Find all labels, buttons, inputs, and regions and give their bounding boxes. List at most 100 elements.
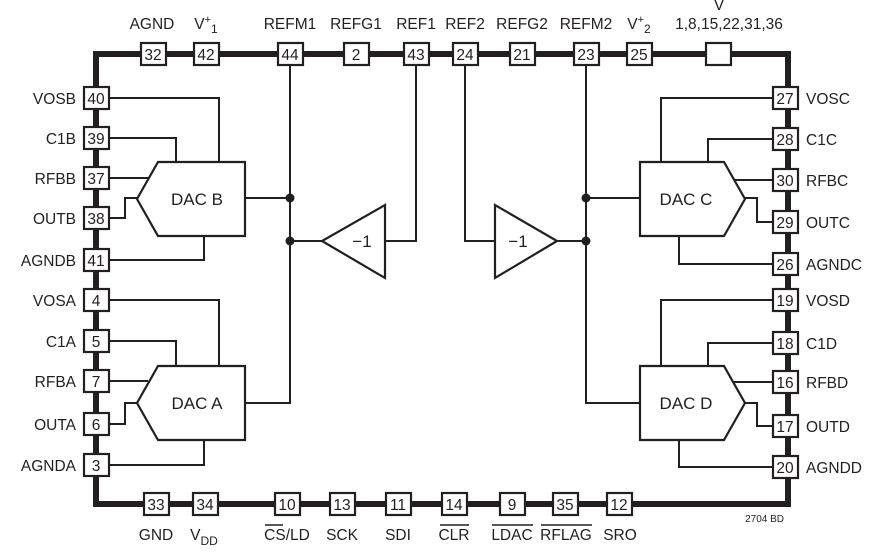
inverter-right: −1 (493, 203, 560, 280)
pin-label: REFM1 (264, 16, 317, 33)
dac-b-label: DAC B (171, 190, 223, 209)
pin-rfba: 7 RFBA (35, 368, 111, 394)
pin-number: 7 (92, 374, 101, 391)
pin-outb: 38 OUTB (33, 205, 111, 231)
pin-number: 9 (508, 497, 517, 514)
pin-vosa: 4 VOSA (33, 287, 111, 313)
pin-rfbc: 30 RFBC (771, 167, 848, 193)
pin-number: 43 (407, 47, 424, 64)
pin-number: 39 (87, 131, 104, 148)
pin-number: 18 (776, 336, 793, 353)
pin-label: VOSB (33, 91, 76, 108)
pin-number: 26 (776, 257, 793, 274)
dac-b-block: DAC B (135, 160, 247, 238)
pin-ldac: 9 LDAC (491, 491, 533, 544)
pin-label: OUTA (34, 417, 77, 434)
pin-number: 25 (630, 47, 647, 64)
pin-number: 16 (776, 375, 793, 392)
pin-number: 19 (776, 293, 793, 310)
pin-agnd-top: 32 AGND (130, 16, 175, 67)
dac-c-label: DAC C (660, 190, 713, 209)
pin-rflag: 35 RFLAG (540, 491, 592, 544)
left-pins: 40 VOSB 39 C1B 37 RFBB 38 OUTB 41 AGNDB … (21, 85, 111, 478)
pin-label: C1B (46, 131, 76, 148)
top-pins: 32 AGND 42 V+1 44 REFM1 2 REFG1 43 REF1 … (130, 0, 783, 67)
pin-refm1: 44 REFM1 (264, 16, 317, 67)
pin-label: VOSD (806, 293, 850, 310)
pin-label-vplus1: V+1 (194, 14, 218, 36)
pin-number: 14 (445, 497, 463, 514)
pin-c1d: 18 C1D (771, 330, 837, 356)
pin-rfbd: 16 RFBD (771, 369, 848, 395)
pin-label: RFBD (806, 375, 848, 392)
pin-label: RFBA (35, 374, 77, 391)
pin-vplus2: 25 V+2 (625, 14, 654, 67)
pin-number: 17 (776, 419, 793, 436)
pin-number: 37 (87, 171, 104, 188)
pin-label: AGNDB (21, 253, 76, 270)
pin-label: REFM2 (560, 16, 613, 33)
pin-number: 32 (144, 47, 161, 64)
pin-label: 1,8,15,22,31,36 (675, 16, 783, 33)
pin-number: 34 (196, 497, 214, 514)
pin-label: SRO (603, 527, 637, 544)
pin-number: 10 (278, 497, 296, 514)
pin-agndb: 41 AGNDB (21, 247, 111, 273)
pin-number: 28 (776, 132, 793, 149)
pin-label: REF2 (445, 16, 485, 33)
pin-number: 38 (87, 211, 104, 228)
pin-label-vplus2: V+2 (627, 14, 651, 36)
pin-number: 13 (333, 497, 350, 514)
pin-c1c: 28 C1C (771, 126, 837, 152)
pin-label: AGNDC (806, 257, 862, 274)
pin-gnd: 33 GND (139, 491, 173, 544)
pin-label: AGND (130, 16, 175, 33)
pin-number: 3 (92, 458, 101, 475)
pin-number: 40 (87, 91, 105, 108)
pin-number: 24 (456, 47, 474, 64)
pin-c1b: 39 C1B (46, 125, 111, 151)
pin-agndc: 26 AGNDC (771, 251, 862, 277)
pin-label: RFBB (35, 171, 76, 188)
pin-clr: 14 CLR (438, 491, 470, 544)
pin-number: 44 (281, 47, 299, 64)
pin-sro: 12 SRO (603, 491, 637, 544)
pin-number: 23 (577, 47, 594, 64)
pin-number: 20 (776, 460, 794, 477)
inverter-left: −1 (319, 203, 387, 280)
pin-label: SDI (385, 527, 411, 544)
pin-label: C1C (806, 132, 837, 149)
pin-vosd: 19 VOSD (771, 287, 850, 313)
pin-ref1: 43 REF1 (396, 16, 436, 67)
pin-label: RFBC (806, 173, 848, 190)
pin-number: 35 (556, 497, 573, 514)
junction-dot (285, 193, 295, 203)
pin-label: SCK (326, 527, 359, 544)
pin-label: C1A (46, 334, 77, 351)
pin-vosc: 27 VOSC (771, 85, 850, 111)
pin-sdi: 11 SDI (384, 491, 413, 544)
pin-rfbb: 37 RFBB (35, 165, 111, 191)
pin-ref2: 24 REF2 (445, 16, 485, 67)
pin-vminus: V 1,8,15,22,31,36 (675, 0, 783, 67)
pin-label: AGNDA (21, 458, 77, 475)
pin-number: 29 (776, 215, 793, 232)
dac-d-label: DAC D (660, 394, 713, 413)
pin-label: CS/LD (264, 527, 310, 544)
pin-c1a: 5 C1A (46, 328, 111, 354)
junction-dot (285, 236, 295, 246)
pin-number: 42 (197, 47, 214, 64)
pin-vdd: 34 VDD (190, 491, 220, 548)
pin-refg2: 21 REFG2 (496, 16, 548, 67)
pin-agnda: 3 AGNDA (21, 452, 111, 478)
pin-number: 41 (87, 253, 104, 270)
right-pins: 27 VOSC 28 C1C 30 RFBC 29 OUTC 26 AGNDC … (771, 85, 862, 480)
pin-number: 2 (352, 47, 361, 64)
junction-dot (581, 236, 591, 246)
dac-a-label: DAC A (171, 394, 223, 413)
pin-label: REFG2 (496, 16, 548, 33)
pin-vosb: 40 VOSB (33, 85, 111, 111)
pin-number: 12 (610, 497, 627, 514)
pin-outa: 6 OUTA (34, 411, 111, 437)
